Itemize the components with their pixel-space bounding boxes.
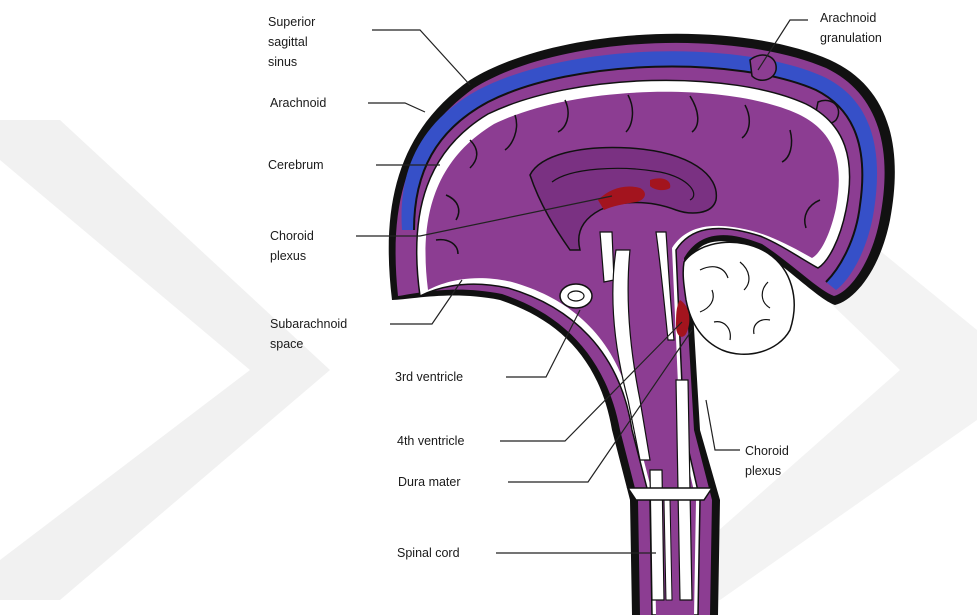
spinal-cord-central <box>664 500 672 600</box>
leader-arachnoid <box>368 103 425 112</box>
label-third-ventricle: 3rd ventricle <box>395 370 463 384</box>
dura-collar <box>628 488 712 500</box>
label-arachnoid-granulation: Arachnoid granulation <box>820 11 882 45</box>
arachnoid-granulation-knob <box>750 55 776 80</box>
label-cerebrum: Cerebrum <box>268 158 324 172</box>
label-arachnoid: Arachnoid <box>270 96 326 110</box>
watermark-chevron-left <box>0 120 330 600</box>
label-superior-sagittal-sinus: Superior sagittal sinus <box>268 15 319 69</box>
leader-choroid-plexus-right <box>706 400 740 450</box>
label-spinal-cord: Spinal cord <box>397 546 460 560</box>
label-fourth-ventricle: 4th ventricle <box>397 434 464 448</box>
label-dura-mater: Dura mater <box>398 475 461 489</box>
leader-superior-sagittal-sinus <box>372 30 470 85</box>
cistern-loop <box>560 284 592 308</box>
label-choroid-plexus-left: Choroid plexus <box>270 229 317 263</box>
